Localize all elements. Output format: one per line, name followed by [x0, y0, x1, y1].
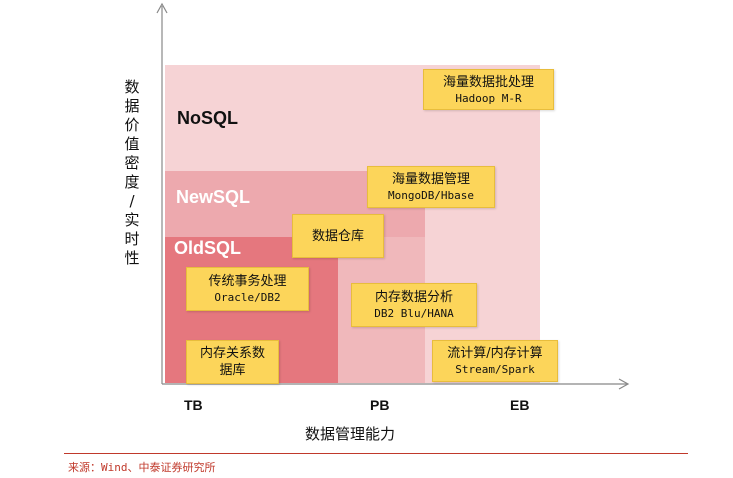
- box-hadoop-sub: Hadoop M-R: [455, 91, 522, 105]
- region-label-nosql: NoSQL: [177, 108, 238, 128]
- box-inmem-db-line1: 内存关系数: [199, 346, 265, 361]
- box-mongodb-sub: MongoDB/Hbase: [387, 189, 475, 202]
- box-inmem-db: 内存关系数 据库: [186, 340, 279, 384]
- region-label-oldsql: OldSQL: [174, 238, 241, 258]
- box-oltp-title: 传统事务处理: [208, 274, 287, 289]
- y-title-char: /: [129, 192, 135, 210]
- box-inmem-analytics-title: 内存数据分析: [374, 290, 453, 305]
- x-axis-title: 数据管理能力: [305, 425, 396, 443]
- box-hadoop: 海量数据批处理 Hadoop M-R: [423, 69, 554, 110]
- y-title-char: 值: [124, 135, 140, 153]
- y-title-char: 数: [124, 78, 140, 96]
- box-stream-title: 流计算/内存计算: [447, 346, 543, 361]
- x-tick-pb: PB: [370, 397, 390, 413]
- box-warehouse-title: 数据仓库: [311, 228, 364, 244]
- box-oltp: 传统事务处理 Oracle/DB2: [186, 267, 309, 311]
- x-tick-tb: TB: [184, 397, 203, 413]
- box-hadoop-title: 海量数据批处理: [442, 74, 534, 90]
- box-mongodb-title: 海量数据管理: [391, 172, 470, 187]
- y-axis-title: 数 据 价 值 密 度 / 实 时 性: [123, 78, 141, 268]
- box-oltp-sub: Oracle/DB2: [214, 291, 281, 304]
- y-title-char: 据: [124, 97, 140, 115]
- y-axis-arrow: [156, 2, 168, 14]
- x-tick-eb: EB: [510, 397, 530, 413]
- y-title-char: 度: [124, 173, 140, 191]
- box-stream: 流计算/内存计算 Stream/Spark: [432, 340, 558, 382]
- box-inmem-analytics-sub: DB2 Blu/HANA: [374, 307, 454, 320]
- x-axis-arrow: [618, 378, 630, 390]
- box-inmem-db-line2: 据库: [219, 363, 246, 378]
- footer-divider: [64, 453, 688, 454]
- y-title-char: 时: [124, 230, 140, 248]
- y-title-char: 实: [124, 211, 140, 229]
- region-label-newsql: NewSQL: [176, 187, 251, 207]
- y-title-char: 密: [124, 154, 140, 172]
- box-inmem-analytics: 内存数据分析 DB2 Blu/HANA: [351, 283, 477, 327]
- y-title-char: 性: [124, 249, 140, 267]
- box-stream-sub: Stream/Spark: [455, 363, 535, 376]
- y-title-char: 价: [124, 116, 140, 134]
- box-warehouse: 数据仓库: [292, 214, 384, 258]
- box-mongodb: 海量数据管理 MongoDB/Hbase: [367, 166, 495, 208]
- source-note: 来源：Wind、中泰证券研究所: [68, 461, 216, 474]
